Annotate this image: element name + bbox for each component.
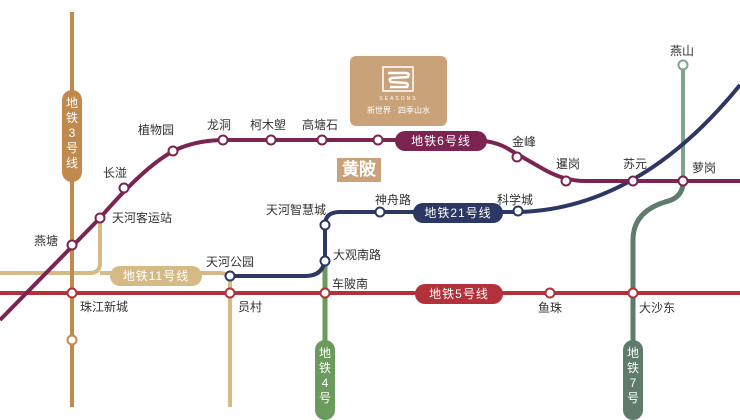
station-label-tianhe-bus: 天河客运站 <box>112 211 173 225</box>
line-11-track <box>0 218 102 275</box>
station-label-dashadong: 大沙东 <box>639 301 676 315</box>
station-label-tianhe-park: 天河公园 <box>206 255 255 269</box>
station-kexuecheng-marker[interactable] <box>512 205 524 217</box>
line-5-label: 地铁5号线 <box>415 284 503 304</box>
station-zhiwuyuan-marker[interactable] <box>167 145 179 157</box>
station-label-shenzhoulu: 神舟路 <box>375 193 412 207</box>
station-yuancun-marker[interactable] <box>224 287 236 299</box>
line-6-label: 地铁6号线 <box>395 131 487 151</box>
station-label-yuancun: 员村 <box>238 300 263 314</box>
station-luogang-marker[interactable] <box>677 175 689 187</box>
station-label-tianhe-zhihui: 天河智慧城 <box>266 203 327 217</box>
station-label-luogang: 萝岗 <box>692 161 717 175</box>
station-label-yuzhu: 鱼珠 <box>538 301 563 315</box>
logo-cn-text: 新世界 · 四季山水 <box>366 106 431 115</box>
station-tianhe-bus-marker[interactable] <box>94 212 106 224</box>
line-7-label: 地 铁 7 号 <box>623 340 643 420</box>
line-21-label: 地铁21号线 <box>413 203 503 223</box>
station-kemulang-marker[interactable] <box>265 134 277 146</box>
station-label-kexuecheng: 科学城 <box>497 193 534 207</box>
station-label-longdong: 龙洞 <box>207 118 232 132</box>
station-label-suyuan: 苏元 <box>623 157 648 171</box>
station-huangpi-marker[interactable] <box>372 134 384 146</box>
line-7-track <box>630 181 686 407</box>
station-suyuan-marker[interactable] <box>627 175 639 187</box>
mountain-river-logo-icon <box>382 66 414 92</box>
station-label-yantang: 燕塘 <box>34 234 59 248</box>
station-markers <box>66 59 689 346</box>
line-11-label: 地铁11号线 <box>110 266 202 286</box>
station-yanshan-marker[interactable] <box>677 59 689 71</box>
station-tianhe-zhihui-marker[interactable] <box>319 219 331 231</box>
station-line3-south-marker[interactable] <box>66 334 78 346</box>
station-gaotangshi-marker[interactable] <box>316 134 328 146</box>
line-21-track <box>230 83 740 278</box>
station-changban-marker[interactable] <box>118 182 130 194</box>
station-label-zhiwuyuan: 植物园 <box>138 123 175 137</box>
station-label-changban: 长湴 <box>103 166 128 180</box>
station-xiagang-marker[interactable] <box>560 175 572 187</box>
station-yuzhu-marker[interactable] <box>544 287 556 299</box>
station-label-yanshan: 燕山 <box>670 44 695 58</box>
logo-en-text: SEASONS <box>379 96 418 102</box>
station-zhujiang-marker[interactable] <box>66 287 78 299</box>
station-label-zhujiang: 珠江新城 <box>80 300 129 314</box>
station-daguan-marker[interactable] <box>319 255 331 267</box>
station-label-jinfeng: 金峰 <box>512 135 537 149</box>
station-label-xiagang: 暹岗 <box>556 157 581 171</box>
station-label-gaotangshi: 高塘石 <box>302 118 339 132</box>
station-jinfeng-marker[interactable] <box>511 151 523 163</box>
station-yantang-marker[interactable] <box>66 239 78 251</box>
metro-map <box>0 12 740 407</box>
station-tianhe-park-marker[interactable] <box>224 270 236 282</box>
station-label-daguan: 大观南路 <box>333 248 382 262</box>
highlight-station-label[interactable]: 黄陂 <box>337 158 381 182</box>
station-dashadong-marker[interactable] <box>627 287 639 299</box>
line-4-label: 地 铁 4 号 <box>315 340 335 420</box>
station-label-kemulang: 柯木塱 <box>250 118 287 132</box>
station-label-chebeinan: 车陂南 <box>332 277 369 291</box>
station-shenzhoulu-marker[interactable] <box>374 206 386 218</box>
line-3-label: 地 铁 3 号 线 <box>62 90 82 182</box>
station-chebeinan-marker[interactable] <box>319 287 331 299</box>
project-logo: SEASONS 新世界 · 四季山水 <box>350 56 447 126</box>
station-longdong-marker[interactable] <box>217 134 229 146</box>
